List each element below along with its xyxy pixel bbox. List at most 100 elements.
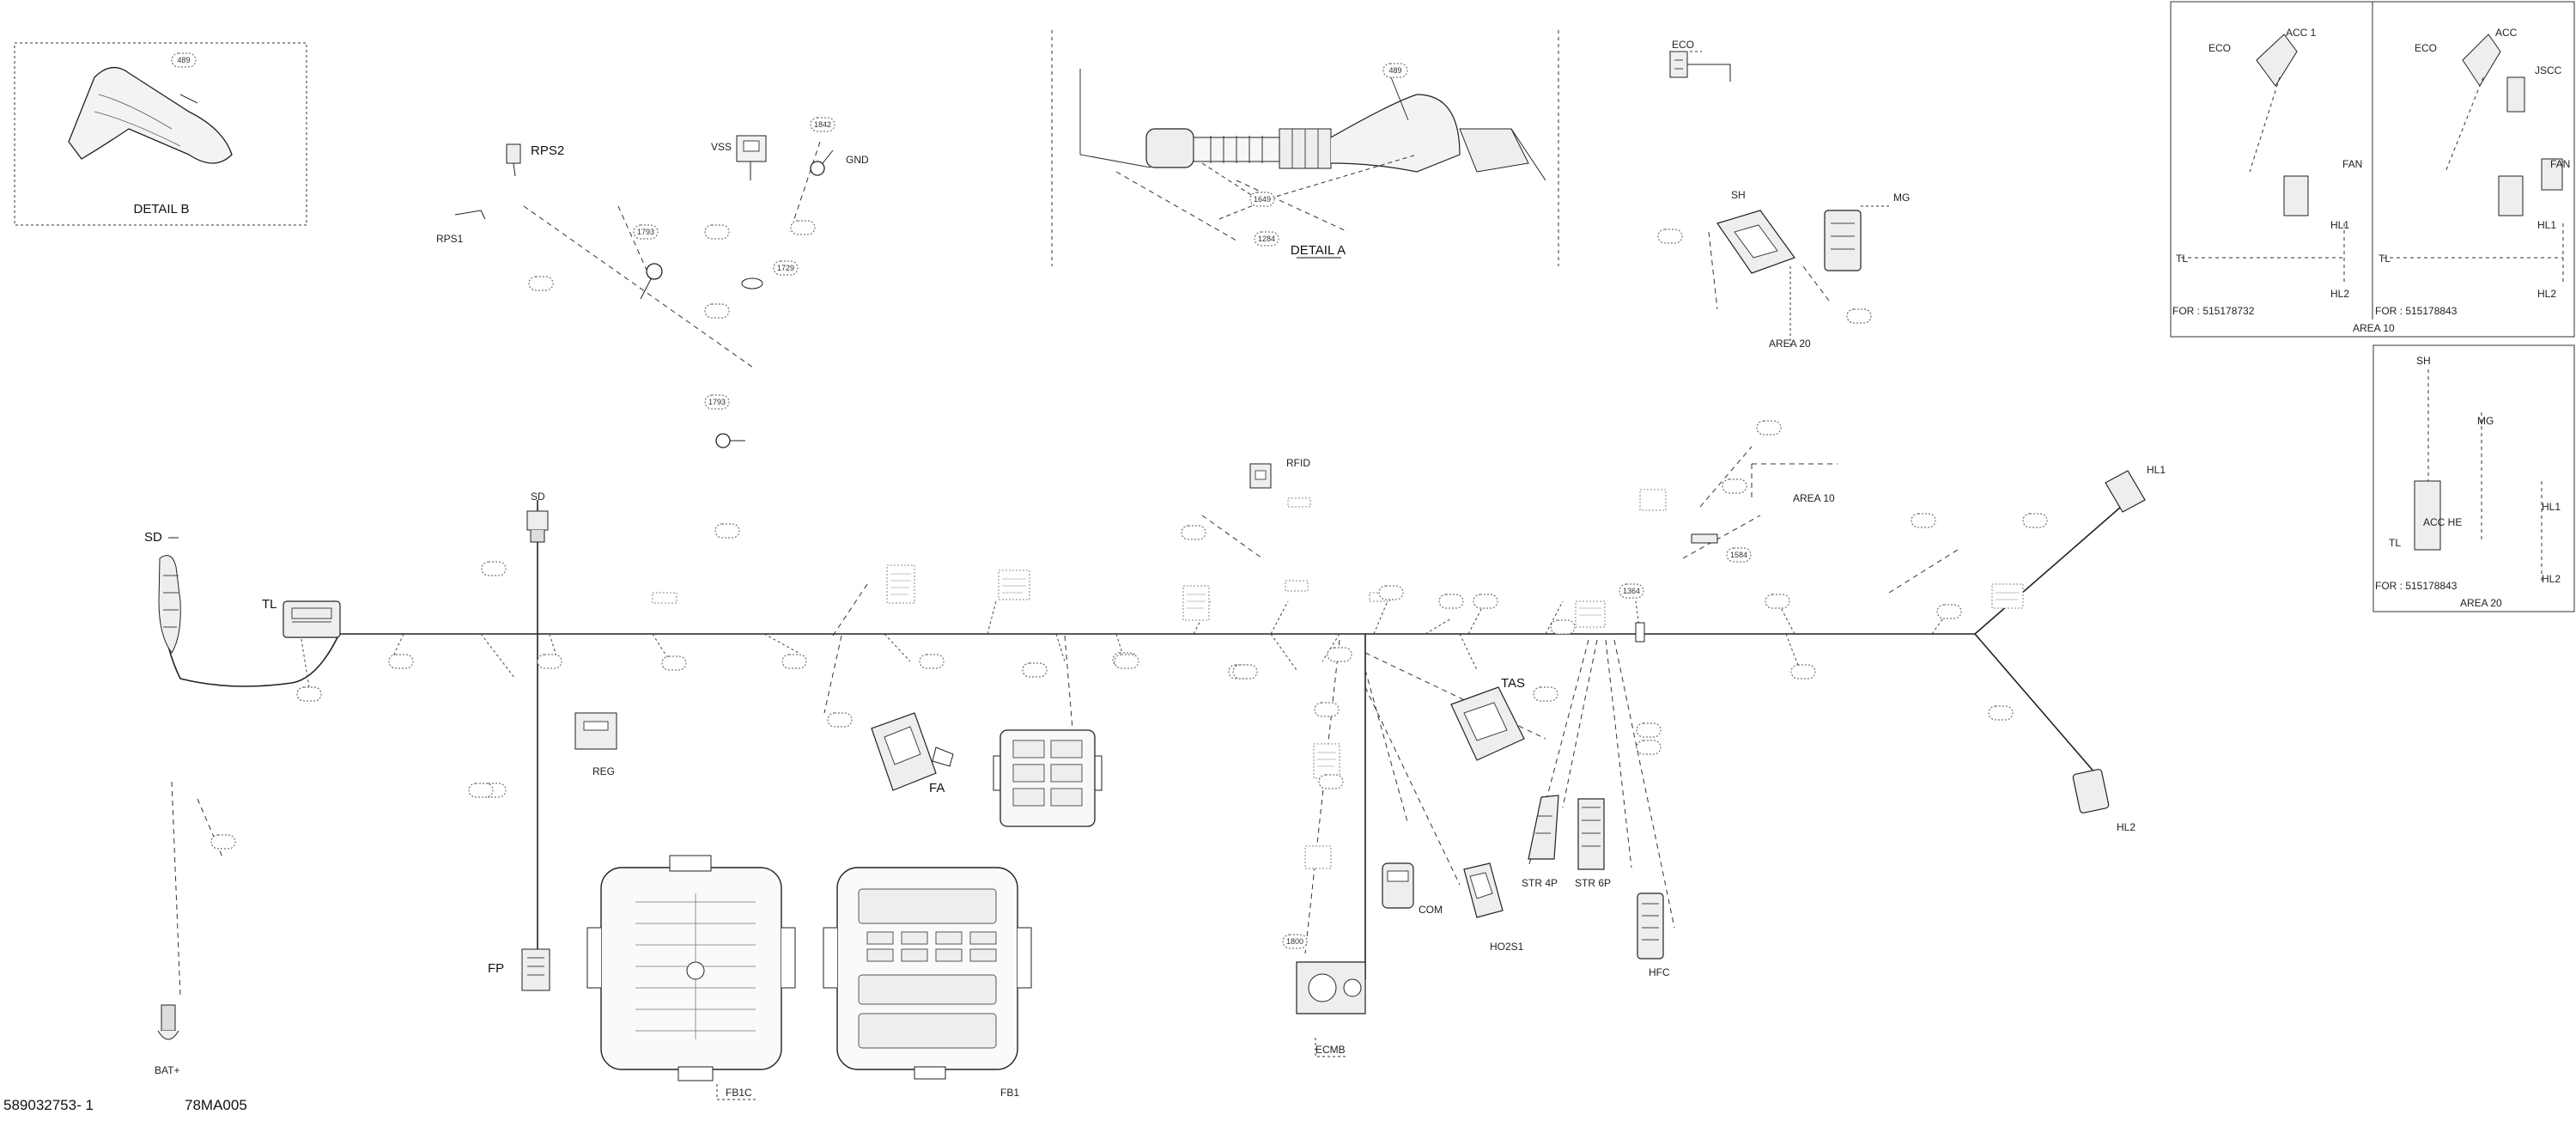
- svg-text:SD: SD: [144, 530, 162, 545]
- hfc-connector: HFC: [1637, 892, 1670, 978]
- area20-inset: SH MG ACC HE TL HL1 HL2 FOR : 515178843 …: [2372, 344, 2575, 612]
- svg-text:ECO: ECO: [1672, 39, 1694, 51]
- detail-a-callout-1649: 1649: [1254, 195, 1271, 204]
- area20-reference: AREA 20: [1769, 266, 1811, 350]
- svg-text:AREA 20: AREA 20: [1769, 338, 1811, 350]
- detail-a-panel: 489 1649 1284 DETAIL A: [1051, 30, 1559, 266]
- svg-text:SH: SH: [2416, 355, 2431, 367]
- str6p-connector: STR 6P: [1575, 798, 1611, 889]
- svg-text:HL2: HL2: [2330, 288, 2349, 300]
- fa-connector: FA: [871, 712, 954, 795]
- sh-connector: SH: [1716, 189, 1795, 274]
- svg-text:ECO: ECO: [2208, 42, 2231, 54]
- detail-a-callout-489: 489: [1388, 66, 1401, 75]
- svg-text:MG: MG: [1893, 192, 1910, 204]
- detail-b-panel: 489 DETAIL B: [14, 42, 307, 226]
- svg-text:HO2S1: HO2S1: [1490, 941, 1524, 953]
- svg-text:1729: 1729: [777, 264, 794, 272]
- tag-scribbles: [890, 573, 2020, 767]
- svg-text:AREA 10: AREA 10: [2353, 322, 2395, 334]
- svg-text:1800: 1800: [1286, 937, 1303, 946]
- detail-b-title: DETAIL B: [133, 202, 189, 216]
- detail-a-title: DETAIL A: [1291, 243, 1346, 258]
- relay-box: [993, 729, 1103, 827]
- svg-text:TL: TL: [262, 597, 277, 612]
- part-number: 589032753- 1: [3, 1097, 94, 1113]
- fp-connector: FP: [488, 948, 550, 991]
- svg-text:HL1: HL1: [2147, 464, 2166, 476]
- tas-connector: TAS: [1450, 676, 1525, 761]
- detail-b-callout: 489: [177, 56, 190, 64]
- trunk-stubs: [300, 592, 1950, 688]
- svg-text:HFC: HFC: [1649, 966, 1670, 978]
- svg-text:AREA 20: AREA 20: [2460, 597, 2502, 609]
- svg-text:SH: SH: [1731, 189, 1746, 201]
- svg-text:HL2: HL2: [2117, 821, 2136, 833]
- svg-text:ECO: ECO: [2415, 42, 2437, 54]
- svg-text:FOR : 515178843: FOR : 515178843: [2375, 305, 2458, 317]
- detail-a-callout-1284: 1284: [1258, 235, 1275, 243]
- svg-text:FOR : 515178843: FOR : 515178843: [2375, 580, 2458, 592]
- svg-text:HL1: HL1: [2330, 219, 2349, 231]
- ho2s1-connector: HO2S1: [1463, 862, 1524, 953]
- svg-text:COM: COM: [1419, 904, 1443, 916]
- rps2-connector: RPS2: [506, 143, 564, 177]
- drawing-code: 78MA005: [185, 1097, 247, 1113]
- main-harness-trunk: [162, 500, 2122, 979]
- svg-text:FB1C: FB1C: [726, 1087, 752, 1099]
- svg-text:JSCC: JSCC: [2535, 64, 2562, 76]
- svg-text:ACC HE: ACC HE: [2423, 516, 2462, 528]
- branch-leaders: [171, 141, 1959, 997]
- fb1c-fuse-box: FB1C: [586, 855, 796, 1100]
- svg-text:STR 6P: STR 6P: [1575, 877, 1611, 889]
- svg-text:REG: REG: [592, 765, 615, 777]
- area10-inset: ECO ACC 1 FAN HL1 TL HL2 FOR : 515178732…: [2170, 1, 2575, 338]
- svg-text:BAT+: BAT+: [155, 1064, 179, 1076]
- fb1-fuse-box: FB1: [823, 867, 1032, 1099]
- svg-text:RPS2: RPS2: [531, 143, 564, 158]
- ecm-connector: 1800 ECMB: [1282, 934, 1366, 1057]
- svg-text:ECMB: ECMB: [1315, 1044, 1346, 1056]
- battery-terminal: BAT+: [155, 1004, 179, 1076]
- mg-connector: MG: [1824, 192, 1910, 271]
- svg-text:1793: 1793: [708, 398, 726, 406]
- svg-text:1584: 1584: [1730, 551, 1747, 559]
- svg-text:RPS1: RPS1: [436, 233, 464, 245]
- wire-callouts: [210, 220, 2048, 850]
- svg-text:TL: TL: [2379, 253, 2391, 265]
- svg-text:ACC: ACC: [2495, 27, 2518, 39]
- svg-text:FAN: FAN: [2550, 158, 2570, 170]
- clip-1584: 1584: [1691, 533, 1752, 563]
- svg-text:FP: FP: [488, 961, 504, 976]
- svg-text:HL2: HL2: [2542, 573, 2561, 585]
- clip-1729: 1729: [741, 260, 799, 289]
- svg-text:1793: 1793: [637, 228, 654, 236]
- svg-text:HL1: HL1: [2542, 501, 2561, 513]
- reg-connector: REG: [574, 712, 617, 777]
- wire-spec-tags: [652, 489, 2024, 869]
- svg-text:SD: SD: [531, 490, 545, 503]
- svg-text:MG: MG: [2477, 415, 2494, 427]
- sd-plug: SD: [144, 530, 181, 654]
- ground-eyelet-1793: 1793: [633, 224, 663, 300]
- vss-connector: VSS: [711, 135, 767, 180]
- svg-text:1842: 1842: [814, 120, 831, 129]
- eco-connector: ECO: [1669, 39, 1731, 82]
- svg-text:GND: GND: [846, 154, 869, 166]
- rps1-connector: RPS1: [436, 210, 486, 245]
- str4p-connector: STR 4P: [1522, 795, 1559, 889]
- svg-text:STR 4P: STR 4P: [1522, 877, 1558, 889]
- svg-text:HL1: HL1: [2537, 219, 2556, 231]
- svg-text:TL: TL: [2176, 253, 2188, 265]
- gnd-eyelet: GND 1842: [810, 117, 869, 176]
- rfid-connector: RFID: [1249, 457, 1310, 489]
- ground-eyelet-1793b: 1793: [704, 394, 745, 448]
- svg-text:FAN: FAN: [2342, 158, 2362, 170]
- svg-text:RFID: RFID: [1286, 457, 1310, 469]
- svg-text:TL: TL: [2389, 537, 2401, 549]
- svg-text:AREA 10: AREA 10: [1793, 492, 1835, 504]
- svg-text:FOR : 515178732: FOR : 515178732: [2172, 305, 2255, 317]
- svg-text:HL2: HL2: [2537, 288, 2556, 300]
- svg-text:ACC 1: ACC 1: [2286, 27, 2317, 39]
